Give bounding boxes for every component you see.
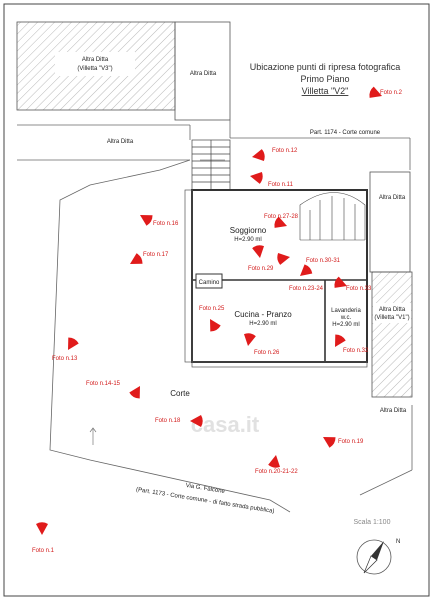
room-soggiorno-height: H=2.90 ml (234, 237, 262, 243)
building-villetta-v3: Altra Ditta (Villetta "V3") (16, 21, 176, 111)
camera-cone-icon (252, 245, 264, 258)
camera-cone-icon (300, 264, 313, 276)
photo-label: Foto n.32 (343, 348, 369, 354)
photo-label: Foto n.14-15 (86, 381, 121, 387)
staircase-top (191, 139, 231, 191)
camera-cone-icon (130, 253, 143, 264)
photo-marker: Foto n.19 (323, 437, 364, 448)
camino-label: Camino (199, 280, 220, 286)
photo-label: Foto n.12 (272, 148, 298, 154)
photo-marker: Foto n.30-31 (277, 253, 341, 265)
room-lavanderia-line1: Lavanderia (331, 308, 361, 314)
v3-label-line1: Altra Ditta (82, 57, 109, 63)
north-label: N (396, 539, 400, 545)
photo-marker: Foto n.33 (334, 276, 372, 292)
photo-label: Foto n.19 (338, 439, 364, 445)
photo-label: Foto n.30-31 (306, 258, 341, 264)
photo-marker: Foto n.32 (335, 334, 369, 354)
camera-cone-icon (335, 334, 346, 347)
title-line2: Primo Piano (300, 74, 349, 84)
altra-ditta-left-label: Altra Ditta (107, 139, 134, 145)
v1-label-line1: Altra Ditta (379, 307, 406, 313)
photo-marker: Foto n.23-24 (289, 264, 324, 292)
boundary-lines (17, 120, 413, 513)
photo-marker: Foto n.27-28 (264, 214, 299, 228)
title-line1: Ubicazione punti di ripresa fotografica (250, 62, 401, 72)
camera-cone-icon (140, 215, 153, 226)
room-soggiorno: Soggiorno (230, 226, 267, 235)
camera-cone-icon (68, 337, 79, 350)
photo-marker: Foto n.2 (369, 86, 403, 98)
photo-label: Foto n.16 (153, 221, 179, 227)
north-arrow: N (356, 539, 400, 575)
camera-cone-icon (250, 172, 263, 184)
watermark: casa.it (191, 412, 260, 437)
entrance-arrow (89, 427, 97, 445)
photo-marker: Foto n.11 (250, 172, 294, 188)
v1-label-line2: (Villetta "V1") (374, 315, 409, 321)
camera-cone-icon (369, 86, 382, 98)
room-lavanderia-line2: w.c. (340, 315, 352, 321)
internal-stair (299, 192, 366, 241)
part-1174-label: Part. 1174 - Corte comune (310, 130, 381, 136)
camera-cone-icon (334, 276, 347, 288)
camera-cone-icon (268, 455, 280, 468)
balcony-bottom (191, 361, 368, 368)
photo-label: Foto n.27-28 (264, 214, 299, 220)
title-line3: Villetta "V2" (302, 86, 349, 96)
altra-ditta-top-label: Altra Ditta (190, 71, 217, 77)
photo-label: Foto n.23-24 (289, 286, 324, 292)
room-cucina-height: H=2.90 ml (249, 321, 277, 327)
photo-label: Foto n.29 (248, 266, 274, 272)
balcony-left (184, 189, 193, 363)
camera-cone-icon (129, 386, 140, 399)
photo-marker: Foto n.26 (244, 333, 280, 356)
corte-label: Corte (170, 389, 190, 398)
photo-label: Foto n.33 (346, 286, 372, 292)
photo-marker: Foto n.12 (252, 148, 298, 161)
camera-cone-icon (36, 522, 48, 535)
building-altra-ditta-top: Altra Ditta (174, 21, 231, 121)
photo-marker: Foto n.16 (140, 215, 179, 227)
photo-label: Foto n.18 (155, 418, 181, 424)
street-label: Via G. Falcone (185, 483, 226, 495)
plan-title: Ubicazione punti di ripresa fotografica … (250, 62, 401, 96)
camera-cone-icon (323, 437, 336, 448)
photo-label: Foto n.17 (143, 252, 169, 258)
photo-marker: Foto n.1 (32, 522, 55, 554)
photo-label: Foto n.26 (254, 350, 280, 356)
room-cucina: Cucina - Pranzo (234, 310, 292, 319)
photo-marker: Foto n.20-21-22 (255, 455, 298, 475)
photo-marker: Foto n.25 (199, 306, 225, 332)
photo-marker: Foto n.18 (155, 415, 203, 427)
camera-cone-icon (190, 415, 203, 427)
photo-label: Foto n.11 (268, 182, 294, 188)
building-altra-ditta-right-top: Altra Ditta (369, 171, 411, 273)
scale-label: Scala 1:100 (354, 519, 391, 526)
photo-marker: Foto n.17 (130, 252, 169, 264)
photo-label: Foto n.13 (52, 356, 78, 362)
photo-label: Foto n.20-21-22 (255, 469, 298, 475)
photo-label: Foto n.2 (380, 90, 403, 96)
room-lavanderia-height: H=2.90 ml (332, 322, 360, 328)
altra-ditta-right-bottom-label: Altra Ditta (380, 408, 407, 414)
v3-label-line2: (Villetta "V3") (77, 66, 112, 72)
photo-label: Foto n.25 (199, 306, 225, 312)
photo-label: Foto n.1 (32, 548, 55, 554)
photo-marker: Foto n.29 (248, 245, 274, 272)
page-border (3, 3, 430, 597)
camera-cone-icon (210, 319, 221, 332)
camino: Camino (195, 273, 223, 289)
camera-cone-icon (244, 333, 256, 346)
photo-marker: Foto n.14-15 (86, 381, 140, 399)
building-villetta-v1: Altra Ditta (Villetta "V1") (371, 271, 413, 398)
photo-marker: Foto n.13 (52, 337, 79, 362)
camera-cone-icon (252, 149, 265, 161)
altra-ditta-right-top-label: Altra Ditta (379, 195, 406, 201)
camera-cone-icon (277, 253, 290, 265)
camera-cone-icon (274, 216, 287, 228)
